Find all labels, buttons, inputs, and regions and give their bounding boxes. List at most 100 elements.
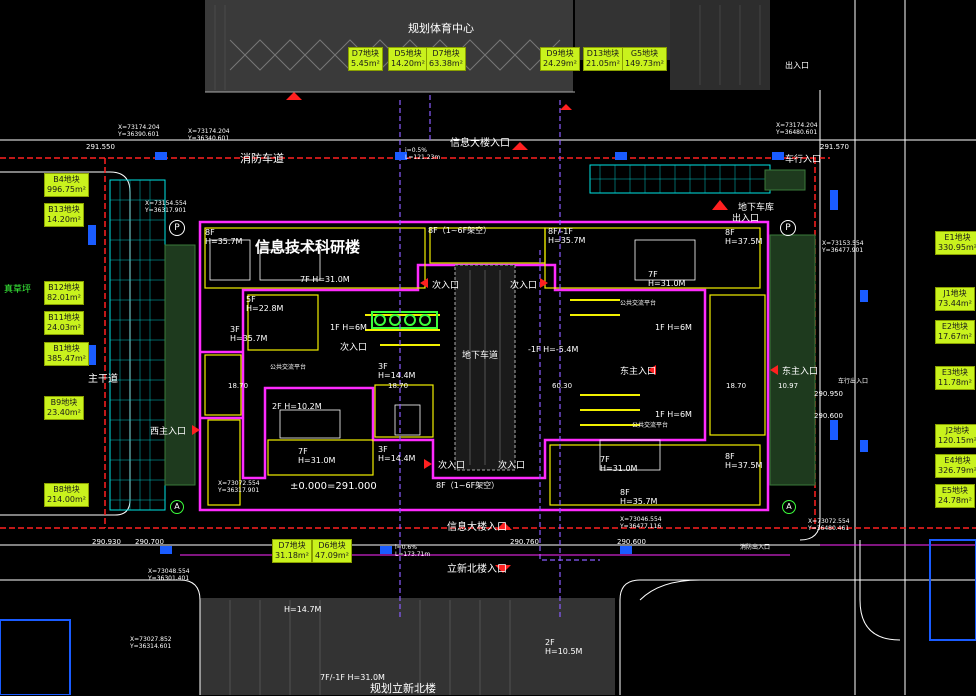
coord-9: X=73072.554 Y=36480.461	[808, 518, 850, 532]
level-5: 290.760	[510, 538, 539, 546]
east-entrance-1: 东主入口	[620, 367, 657, 377]
dim-4: 60.30	[552, 382, 573, 390]
level-8: 290.600	[814, 412, 843, 420]
coord-4: X=73154.554 Y=36317.901	[145, 200, 187, 214]
coord-7: X=73027.852 Y=36314.601	[130, 636, 172, 650]
east-entrance-2: 东主入口	[782, 367, 819, 377]
coord-1: X=73174.204 Y=36390.601	[118, 124, 160, 138]
secondary-entrance-5: 次入口	[498, 461, 526, 471]
level-2: 291.570	[820, 143, 849, 151]
note-rb: 公共交流平台	[632, 422, 669, 429]
coord-5: X=73072.554 Y=36317.901	[218, 480, 260, 494]
garage-exit-label: 出入口	[732, 214, 760, 224]
dim-2: 18.70	[388, 382, 409, 390]
title-lixin: 规划立新北楼	[370, 682, 436, 695]
structure-lines	[204, 227, 766, 506]
west-entrance: 西主入口	[150, 427, 187, 437]
floor-top-center: 8F（1~6F架空）	[428, 226, 492, 235]
secondary-entrance-2: 次入口	[510, 281, 538, 291]
stadium-block	[205, 0, 770, 93]
secondary-entrance-1: 次入口	[432, 281, 460, 291]
floor-r-1f-mid: 1F H=6M	[655, 410, 692, 419]
coord-10: X=73046.554 Y=36477.116	[620, 516, 662, 530]
floor-bottom-14: H=14.7M	[284, 605, 322, 614]
road-dim-1: i=0.5%L=121.23m	[405, 147, 441, 161]
elevation-label: ±0.000=291.000	[290, 481, 377, 492]
vehicle-entrance-label: 车行入口	[785, 155, 822, 165]
ramp-green	[371, 311, 438, 329]
note-left: 公共交流平台	[270, 364, 307, 371]
dim-3: 10.97	[778, 382, 799, 390]
floor-bottom-7f: 7F/-1F H=31.0M	[320, 673, 385, 682]
axis-a-right: A	[782, 500, 796, 514]
left-road-label-2: 主干道	[88, 374, 118, 385]
paving-grid-left	[109, 179, 166, 511]
coord-2: X=73174.204 Y=36340.601	[188, 128, 230, 142]
garage-label: 地下车库	[738, 203, 775, 213]
left-road-label-1: 真草坪	[4, 285, 32, 295]
road-dim-2: i=0.6%L=173.71m	[395, 544, 431, 558]
entrance-top-label: 信息大楼入口	[450, 138, 510, 149]
parking-icon-left: P	[169, 220, 185, 236]
exit-right-label: 出入口	[785, 61, 809, 70]
entrance-arrows	[192, 92, 778, 573]
right-note: 车行出入口	[838, 378, 869, 385]
lixin-north-block	[200, 598, 615, 695]
underground-lane-label: 地下车道	[462, 351, 499, 361]
fire-lane-label: 消防车道	[240, 152, 284, 165]
site-boundary	[399, 95, 600, 620]
floor-r-neg: -1F H=-5.4M	[528, 345, 579, 354]
floor-mid-1f: 1F H=6M	[330, 323, 367, 332]
main-building-name: 信息技术科研楼	[255, 238, 361, 256]
coord-3: X=73174.204 Y=36480.601	[776, 122, 818, 136]
parking-icon-right: P	[780, 220, 796, 236]
green-areas	[164, 169, 816, 486]
note-right: 公共交流平台	[620, 300, 657, 307]
level-3: 290.930	[92, 538, 121, 546]
dim-1: 18.70	[228, 382, 249, 390]
blue-markers	[88, 152, 868, 554]
vent-note: 消防出入口	[740, 544, 771, 551]
lixin-entrance-label: 立新北楼入口	[447, 564, 507, 575]
level-4: 290.700	[135, 538, 164, 546]
dim-5: 18.70	[726, 382, 747, 390]
axis-a-left: A	[170, 500, 184, 514]
floor-r-1f-top: 1F H=6M	[655, 323, 692, 332]
secondary-entrance-3: 次入口	[340, 343, 368, 353]
title-stadium: 规划体育中心	[408, 22, 474, 35]
